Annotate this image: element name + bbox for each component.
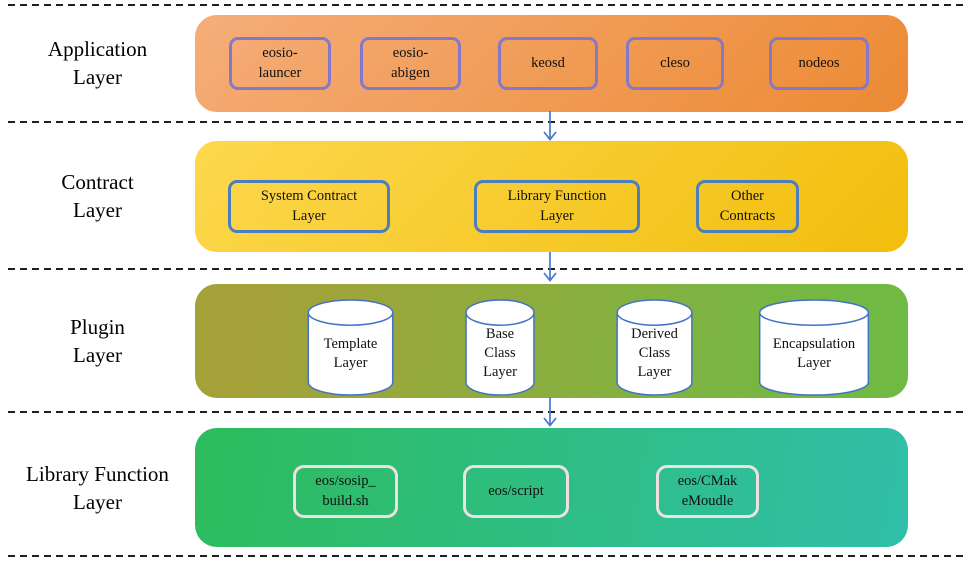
- node-eos-cmakemoudle: eos/CMak eMoudle: [656, 465, 759, 518]
- cylinder-label: Template Layer: [323, 335, 378, 371]
- plugin-layer-band: Template Layer Base Class Layer Derived …: [195, 284, 908, 398]
- node-eosio-launcer: eosio- launcer: [229, 37, 331, 90]
- node-keosd: keosd: [498, 37, 598, 90]
- node-system-contract-layer: System Contract Layer: [228, 180, 390, 233]
- node-eos-sosip-build-sh: eos/sosip_ build.sh: [293, 465, 398, 518]
- database-cylinder-icon: [616, 299, 693, 396]
- plugin-layer-label: Plugin Layer: [70, 315, 125, 367]
- cylinder-label: Base Class Layer: [483, 326, 517, 380]
- contract-layer-label: Contract Layer: [61, 170, 134, 222]
- dashed-separator-5: [8, 555, 964, 557]
- application-layer-label: Application Layer: [47, 37, 148, 89]
- database-cylinder-icon: [758, 299, 870, 396]
- dashed-separator-4: [8, 411, 964, 413]
- down-arrow-icon: [543, 397, 557, 427]
- node-eos-script: eos/script: [463, 465, 569, 518]
- down-arrow-icon: [543, 111, 557, 141]
- cylinder-label: Derived Class Layer: [631, 326, 678, 380]
- dashed-separator-2: [8, 121, 964, 123]
- database-cylinder-icon: [307, 299, 394, 396]
- cylinder-template-layer: Template Layer: [307, 299, 394, 396]
- node-nodeos: nodeos: [769, 37, 869, 90]
- dashed-separator-1: [8, 4, 964, 6]
- node-eosio-abigen: eosio- abigen: [360, 37, 461, 90]
- contract-layer-band: System Contract Layer Library Function L…: [195, 141, 908, 252]
- database-cylinder-icon: [465, 299, 535, 396]
- node-other-contracts: Other Contracts: [696, 180, 799, 233]
- dashed-separator-3: [8, 268, 964, 270]
- cylinder-label: Encapsulation Layer: [772, 335, 856, 371]
- cylinder-encapsulation-layer: Encapsulation Layer: [758, 299, 870, 396]
- cylinder-base-class-layer: Base Class Layer: [465, 299, 535, 396]
- node-library-function-layer: Library Function Layer: [474, 180, 640, 233]
- application-layer-band: eosio- launcer eosio- abigen keosd cleso…: [195, 15, 908, 112]
- cylinder-derived-class-layer: Derived Class Layer: [616, 299, 693, 396]
- down-arrow-icon: [543, 252, 557, 282]
- library-function-layer-band: eos/sosip_ build.sh eos/script eos/CMak …: [195, 428, 908, 547]
- library-function-layer-label: Library Function Layer: [26, 462, 169, 514]
- node-cleso: cleso: [626, 37, 724, 90]
